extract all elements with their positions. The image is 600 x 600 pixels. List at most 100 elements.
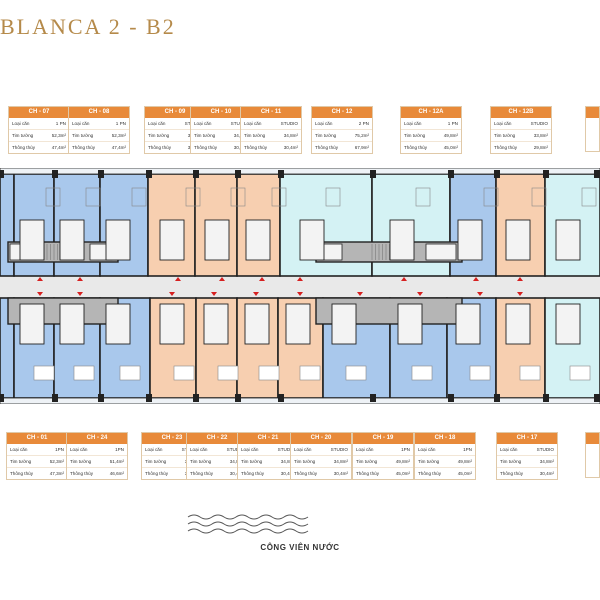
wall-area-value: 34,8m² (333, 459, 348, 464)
entrance-arrow-bottom-0 (37, 292, 43, 296)
bottom-bed-0 (33, 365, 55, 381)
clear-area-label: Thông thủy (244, 145, 267, 150)
wall-area-label: Tim tường (356, 459, 378, 464)
unit-code: CH - 22 (187, 433, 247, 444)
unit-code: CH - 17 (497, 433, 557, 444)
unit-code: CH - 11 (241, 107, 301, 118)
unit-type-value: 2 PN (358, 121, 369, 126)
column-top-4 (193, 170, 199, 178)
column-bottom-0 (0, 394, 4, 402)
top-bathroom-0 (19, 219, 45, 261)
column-top-2 (98, 170, 104, 178)
bottom-bathroom-4 (203, 303, 229, 345)
clear-area-label: Thông thủy (500, 471, 523, 476)
bottom-bathroom-3 (159, 303, 185, 345)
wall-area-label: Tim tường (241, 459, 263, 464)
entrance-arrow-bottom-2 (169, 292, 175, 296)
wall-area-label: Tim tường (70, 459, 92, 464)
unit-type-value: 1 PN (115, 121, 126, 126)
top-bathroom-8 (457, 219, 483, 261)
top-bed-0 (45, 187, 61, 207)
top-bathroom-6 (299, 219, 325, 261)
unit-type-label: Loại căn (72, 121, 90, 126)
wall-area-label: Tim tường (294, 459, 316, 464)
unit-type-label: Loại căn (145, 447, 163, 452)
clear-area-label: Thông thủy (12, 145, 35, 150)
entrance-arrow-bottom-9 (517, 292, 523, 296)
column-top-1 (52, 170, 58, 178)
column-bottom-3 (146, 394, 152, 402)
top-bed-8 (483, 187, 499, 207)
wall-area-label: Tim tường (418, 459, 440, 464)
wall-area-value: 34,8m² (283, 133, 298, 138)
unit-type-value: 1 PN (447, 121, 458, 126)
column-top-3 (146, 170, 152, 178)
wall-area-label: Tim tường (494, 133, 516, 138)
column-bottom-10 (543, 394, 549, 402)
top-bed-3 (185, 187, 201, 207)
unit-type-value: STUDIO (280, 121, 298, 126)
top-bathroom-2 (105, 219, 131, 261)
entrance-arrow-bottom-4 (253, 292, 259, 296)
unit-code: CH - 21 (238, 433, 298, 444)
bottom-bed-1 (73, 365, 95, 381)
column-bottom-9 (494, 394, 500, 402)
clear-area-label: Thông thủy (194, 145, 217, 150)
column-bottom-1 (52, 394, 58, 402)
column-bottom-11 (594, 394, 600, 402)
clear-area-value: 46,6m² (109, 471, 124, 476)
bottom-bathroom-1 (59, 303, 85, 345)
top-bathroom-9 (505, 219, 531, 261)
wall-area-label: Tim tường (315, 133, 337, 138)
clear-area-label: Thông thủy (418, 471, 441, 476)
wall-area-value: 75,2m² (354, 133, 369, 138)
unit-type-value: STUDIO (330, 447, 348, 452)
column-bottom-2 (98, 394, 104, 402)
unit-type-value: 1PN (401, 447, 410, 452)
bottom-bed-7 (345, 365, 367, 381)
clear-area-label: Thông thủy (494, 145, 517, 150)
top-bathroom-1 (59, 219, 85, 261)
column-top-11 (594, 170, 600, 178)
unit-type-value: STUDIO (231, 118, 248, 129)
entrance-arrow-top-8 (517, 277, 523, 281)
column-top-6 (278, 170, 284, 178)
bottom-unit-card-partial (585, 432, 600, 478)
clear-area-label: Thông thủy (404, 145, 427, 150)
column-top-10 (543, 170, 549, 178)
column-top-0 (0, 170, 4, 178)
bottom-bed-2 (119, 365, 141, 381)
unit-type-label: Loại căn (148, 121, 166, 126)
wall-area-label: Tim tường (12, 133, 34, 138)
entrance-arrow-top-3 (219, 277, 225, 281)
clear-area-value: 45,0m² (457, 471, 472, 476)
wall-area-label: Tim tường (404, 133, 426, 138)
shaft-3 (425, 243, 457, 261)
wall-area-value: 52,3m² (111, 133, 126, 138)
entrance-arrow-bottom-3 (211, 292, 217, 296)
wall-area-label: Tim tường (500, 459, 522, 464)
clear-area-value: 30,4m² (230, 468, 244, 479)
wall-area-label: Tim tường (194, 133, 216, 138)
column-top-9 (494, 170, 500, 178)
wall-area-label: Tim tường (190, 459, 212, 464)
bottom-bathroom-7 (331, 303, 357, 345)
clear-area-label: Thông thủy (356, 471, 379, 476)
unit-code: CH - 12 (312, 107, 372, 118)
unit-code: CH - 18 (415, 433, 475, 444)
wall-area-value: 49,8m² (443, 133, 458, 138)
clear-area-label: Thông thủy (145, 471, 168, 476)
